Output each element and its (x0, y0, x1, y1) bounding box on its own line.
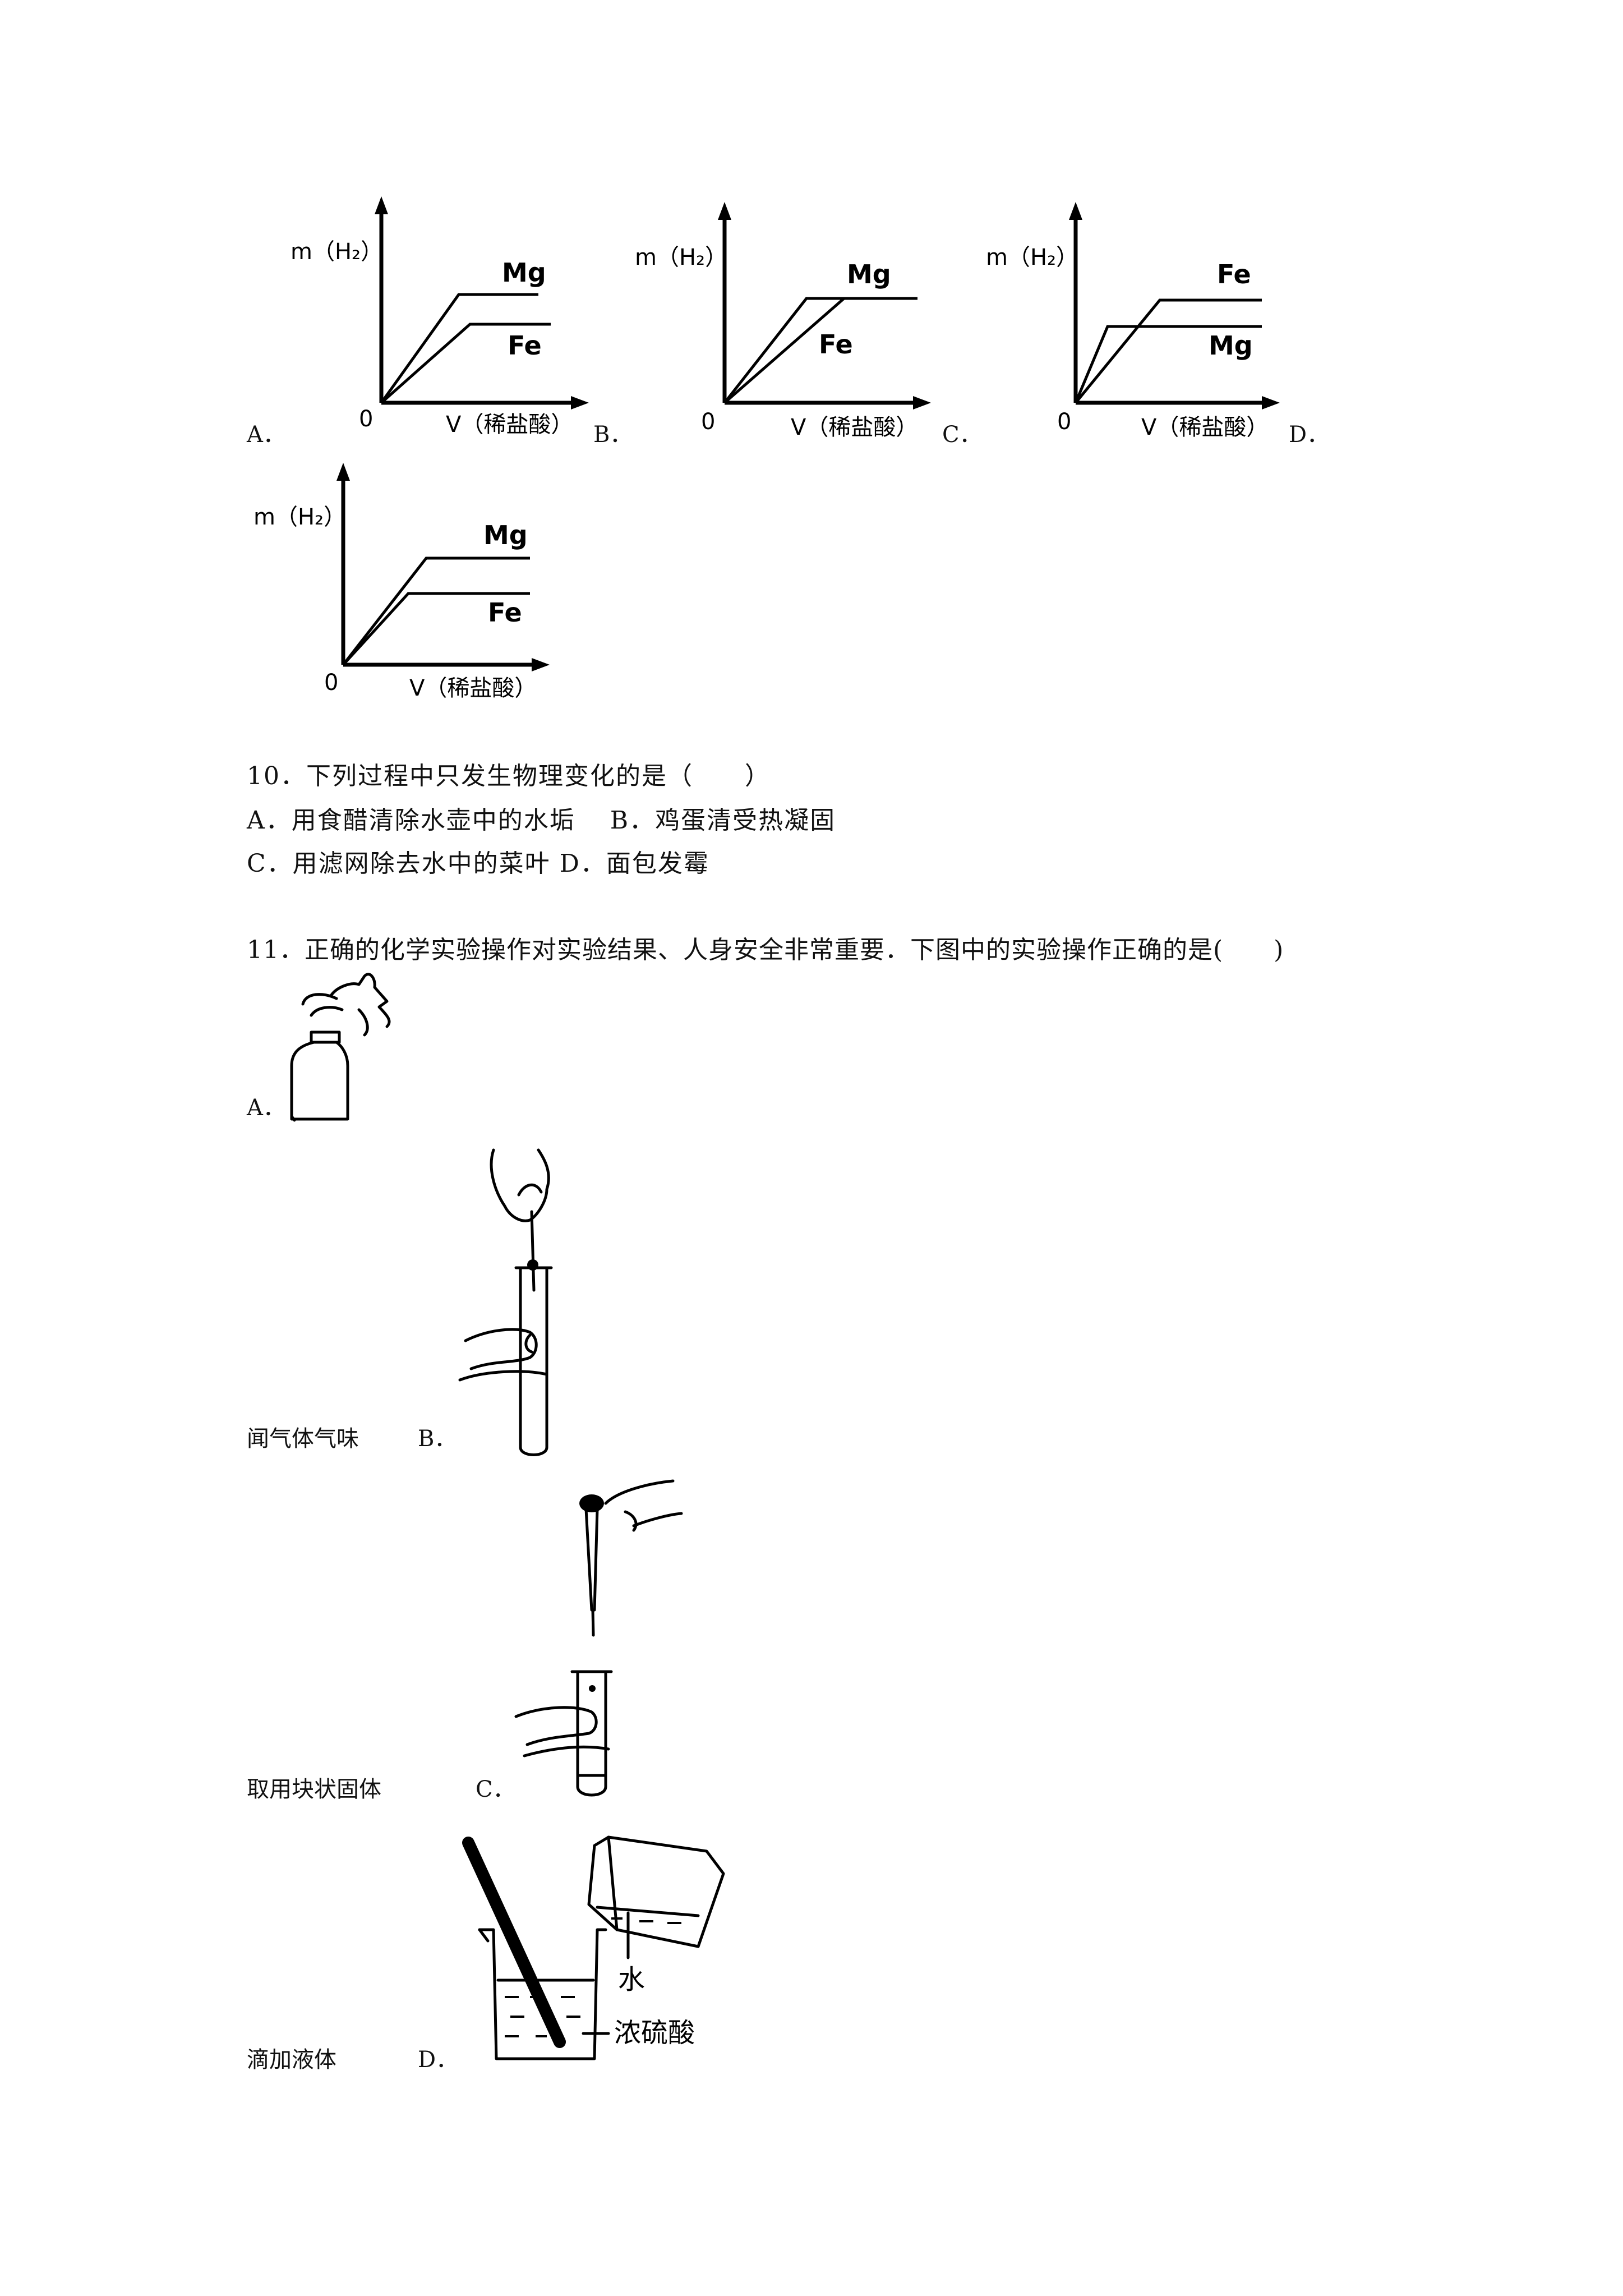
q9-option-c-letter: C． (942, 422, 982, 448)
smell-gas-illustration (290, 973, 391, 1122)
graph-c-origin: 0 (1057, 409, 1071, 435)
graph-a-bottom-series: Fe (508, 330, 542, 361)
q11-option-c-letter: C． (476, 1777, 515, 1802)
graph-d-bottom-series: Fe (488, 597, 522, 628)
graph-b: m（H₂） 0 V（稀盐酸） Mg Fe (635, 202, 931, 440)
graph-c: m（H₂） 0 V（稀盐酸） Fe Mg (986, 202, 1280, 440)
q11-option-b-letter: B． (418, 1426, 457, 1452)
graph-a-origin: 0 (359, 406, 373, 432)
q10-stem: 10．下列过程中只发生物理变化的是（ ） (247, 762, 771, 790)
graph-b-xlabel: V（稀盐酸） (791, 415, 918, 440)
dropper-illustration (514, 1479, 683, 1797)
graph-a-top-series: Mg (502, 257, 546, 288)
q11-stem: 11．正确的化学实验操作对实验结果、人身安全非常重要．下图中的实验操作正确的是(… (247, 936, 1284, 964)
graph-b-bottom-series: Fe (819, 329, 853, 360)
graph-a-ylabel: m（H₂） (291, 239, 383, 265)
q11-option-a-caption: 闻气体气味 (247, 1426, 359, 1452)
q9-option-b-letter: B． (593, 422, 633, 448)
q11-option-d-letter: D． (418, 2047, 459, 2073)
q9-option-d-letter: D． (1289, 422, 1330, 448)
graph-c-ylabel: m（H₂） (986, 245, 1078, 270)
graph-c-top-series: Fe (1217, 259, 1251, 289)
water-label: 水 (618, 1964, 645, 1995)
q10-options-line-2: C．用滤网除去水中的菜叶 D．面包发霉 (247, 849, 709, 878)
graph-d-ylabel: m（H₂） (253, 504, 346, 530)
graph-a-xlabel: V（稀盐酸） (446, 412, 573, 438)
graph-d-top-series: Mg (483, 520, 528, 550)
acid-label: 浓硫酸 (614, 2017, 695, 2049)
graph-d: m（H₂） 0 V（稀盐酸） Mg Fe (253, 463, 550, 701)
graph-c-xlabel: V（稀盐酸） (1141, 415, 1269, 440)
q9-option-a-letter: A． (247, 422, 285, 448)
q11-option-b-caption: 取用块状固体 (247, 1777, 381, 1802)
add-solid-illustration (458, 1148, 553, 1456)
q11-option-c-caption: 滴加液体 (247, 2047, 336, 2073)
dilution-illustration: 水 浓硫酸 (462, 1835, 725, 2060)
graph-b-ylabel: m（H₂） (635, 245, 727, 270)
graph-d-origin: 0 (324, 670, 338, 696)
graph-c-bottom-series: Mg (1209, 330, 1253, 361)
graph-b-origin: 0 (701, 409, 715, 435)
graph-a: m（H₂） 0 V（稀盐酸） Mg Fe (291, 196, 589, 438)
graph-d-xlabel: V（稀盐酸） (409, 675, 537, 701)
q11-option-a-letter: A． (247, 1095, 285, 1121)
q10-options-line-1: A．用食醋清除水壶中的水垢 B．鸡蛋清受热凝固 (247, 806, 836, 835)
graph-b-top-series: Mg (847, 259, 891, 289)
